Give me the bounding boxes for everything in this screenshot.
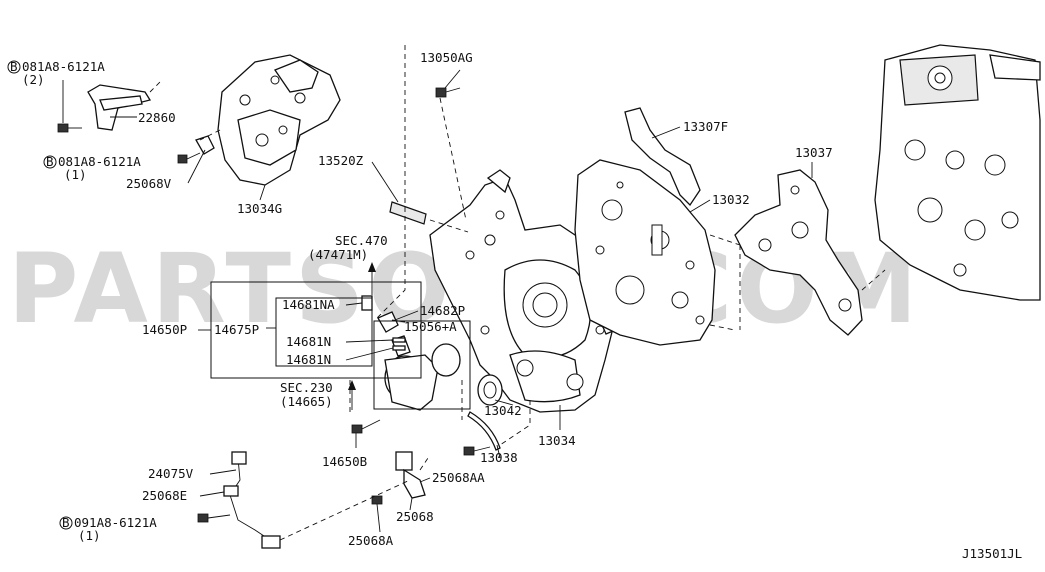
label-14681n-a[interactable]: 14681N	[286, 334, 331, 349]
label-qty-1-mid: (1)	[64, 167, 87, 182]
leader-13520z	[371, 161, 399, 203]
label-13034g[interactable]: 13034G	[237, 201, 282, 216]
callout-marker-mid: B	[43, 154, 57, 169]
bolt-081a8-mid[interactable]	[177, 152, 201, 164]
dash-line-6	[709, 324, 736, 331]
label-25068v[interactable]: 25068V	[126, 176, 172, 191]
leader-13050ag	[444, 69, 461, 89]
bolt-091a8[interactable]	[197, 513, 231, 523]
label-081a8-6121a-top[interactable]: 081A8-6121A	[22, 59, 105, 74]
leader-25068v	[187, 149, 206, 184]
label-14682p[interactable]: 14682P	[420, 303, 465, 318]
bolt-14650b[interactable]	[351, 419, 381, 434]
leader-14681n-b	[345, 347, 394, 361]
callout-marker-bottom: B	[59, 515, 73, 530]
gasket-13307f[interactable]	[624, 107, 701, 207]
svg-text:B: B	[46, 154, 54, 169]
leader-13038	[496, 444, 501, 459]
label-14650p[interactable]: 14650P	[142, 322, 187, 337]
label-13307f[interactable]: 13307F	[683, 119, 728, 134]
label-15056a[interactable]: 15056+A	[404, 319, 457, 334]
label-081a8-6121a-mid[interactable]: 081A8-6121A	[58, 154, 141, 169]
label-sec230-ref: (14665)	[280, 394, 333, 409]
callout-marker-top: B	[7, 59, 21, 74]
label-25068[interactable]: 25068	[396, 509, 434, 524]
rear-cover-13032[interactable]	[574, 159, 716, 346]
dash-line-9	[499, 400, 531, 446]
leader-25068aa	[419, 477, 431, 483]
dash-line-3	[429, 219, 469, 233]
arrow-sec230	[348, 380, 356, 410]
label-qty-2: (2)	[22, 72, 45, 87]
diagram-code: J13501JL	[962, 546, 1022, 561]
bolt-13050ag[interactable]	[435, 87, 461, 98]
label-sec230[interactable]: SEC.230	[280, 380, 333, 395]
bracket-13034g[interactable]	[217, 54, 341, 186]
leader-14681na	[345, 302, 363, 306]
label-sec470[interactable]: SEC.470	[335, 233, 388, 248]
dash-line-2	[439, 97, 467, 221]
label-091a8-6121a[interactable]: 091A8-6121A	[74, 515, 157, 530]
dash-line-11	[279, 479, 411, 541]
harness-24075v[interactable]	[223, 451, 281, 549]
group-box-14675p	[275, 297, 373, 367]
clip-25068v[interactable]	[195, 135, 215, 155]
label-25068aa[interactable]: 25068AA	[432, 470, 485, 485]
leader-25068	[409, 497, 413, 511]
gasket-13037[interactable]	[734, 169, 863, 336]
label-sec470-ref: (47471M)	[308, 247, 368, 262]
label-14650b[interactable]: 14650B	[322, 454, 367, 469]
label-13038[interactable]: 13038	[480, 450, 518, 465]
bolt-25068a[interactable]	[371, 495, 383, 533]
label-13520z[interactable]: 13520Z	[318, 153, 364, 168]
label-24075v[interactable]: 24075V	[148, 466, 194, 481]
label-25068e[interactable]: 25068E	[142, 488, 187, 503]
label-14675p[interactable]: 14675P	[214, 322, 259, 337]
engine-block[interactable]	[874, 44, 1041, 301]
label-13050ag[interactable]: 13050AG	[420, 50, 473, 65]
front-cover-13034[interactable]	[429, 169, 635, 413]
leader-14681n-a	[345, 339, 394, 343]
bolt-25068aa[interactable]	[463, 446, 491, 456]
label-22860[interactable]: 22860	[138, 110, 176, 125]
dash-line-1	[374, 45, 406, 321]
leader-14682p	[394, 310, 419, 321]
dash-line-10	[419, 454, 431, 471]
label-13032[interactable]: 13032	[712, 192, 750, 207]
label-14681n-b[interactable]: 14681N	[286, 352, 331, 367]
svg-text:B: B	[62, 515, 70, 530]
gasket-13038[interactable]	[467, 411, 501, 451]
leader-24075v	[209, 469, 237, 475]
label-14681na[interactable]: 14681NA	[282, 297, 335, 312]
leader-13032	[689, 199, 711, 213]
leader-25068e	[199, 491, 225, 497]
label-13034[interactable]: 13034	[538, 433, 576, 448]
leader-13307f	[651, 126, 681, 139]
oring-15056a[interactable]	[431, 343, 461, 377]
label-13037[interactable]: 13037	[795, 145, 833, 160]
bracket-22860[interactable]	[87, 84, 152, 131]
leader-13034g	[259, 184, 266, 201]
bolt-081a8-top[interactable]	[57, 123, 82, 133]
svg-text:B: B	[10, 59, 18, 74]
label-qty-1-bottom: (1)	[78, 528, 101, 543]
leader-13042	[494, 399, 514, 406]
label-13042[interactable]: 13042	[484, 403, 522, 418]
dash-line-4	[199, 129, 221, 141]
sensor-25068[interactable]	[395, 451, 426, 499]
seal-13520z[interactable]	[389, 201, 427, 225]
group-box-15056a	[373, 320, 471, 410]
oil-seal-13042[interactable]	[477, 374, 503, 406]
label-25068a[interactable]: 25068A	[348, 533, 394, 548]
